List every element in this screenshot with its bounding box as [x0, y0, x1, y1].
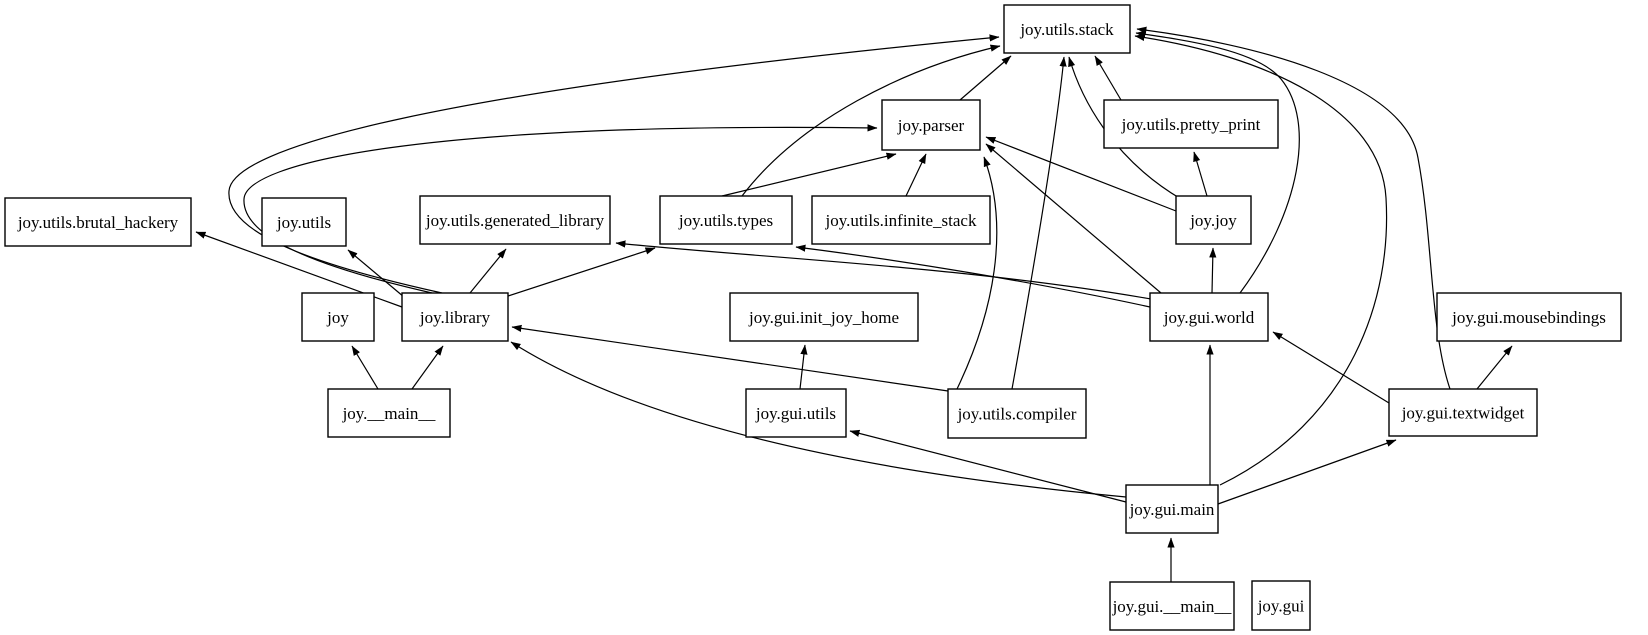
- node-label-joy-utils-compiler: joy.utils.compiler: [957, 405, 1077, 424]
- edge-joy-utils-infinite-stack--joy-parser: [905, 153, 927, 197]
- edge-joy-main--joy: [351, 345, 379, 390]
- node-label-joy-utils-brutal-hackery: joy.utils.brutal_hackery: [17, 213, 179, 232]
- edge-joy-utils-types--joy-parser: [721, 152, 897, 197]
- node-joy-gui: joy.gui: [1251, 580, 1311, 631]
- edge-joy-parser--joy-utils-stack: [959, 55, 1012, 101]
- node-box-joy-utils-generated-library: [419, 195, 611, 245]
- node-label-joy-parser: joy.parser: [897, 116, 965, 135]
- edge-joy-gui-main--joy-gui-utils: [849, 429, 1127, 503]
- edge-joy-gui-main--joy-utils-stack: [1134, 33, 1388, 486]
- node-label-joy-gui-main-module: joy.gui.__main__: [1112, 597, 1232, 616]
- node-joy: joy: [301, 292, 375, 342]
- node-joy-library: joy.library: [401, 292, 509, 342]
- node-label-joy-library: joy.library: [419, 308, 491, 327]
- edge-joy-library--joy-utils: [347, 249, 405, 298]
- edge-joy-utils-pretty-print--joy-utils-stack: [1094, 55, 1122, 101]
- node-joy-main: joy.__main__: [327, 388, 451, 438]
- node-box-joy-utils-stack: [1003, 4, 1131, 54]
- node-label-joy-gui-init-joy-home: joy.gui.init_joy_home: [748, 308, 899, 327]
- node-joy-utils: joy.utils: [261, 197, 347, 247]
- edge-joy-gui-world--joy-utils-types: [795, 244, 1151, 308]
- edge-joy-library--joy-utils-stack: [228, 34, 1000, 294]
- node-joy-gui-textwidget: joy.gui.textwidget: [1388, 388, 1538, 437]
- edge-joy-library--joy-utils-types: [507, 247, 656, 297]
- node-box-joy-gui-textwidget: [1388, 388, 1538, 437]
- node-label-joy-gui-textwidget: joy.gui.textwidget: [1401, 404, 1525, 423]
- node-label-joy-utils-stack: joy.utils.stack: [1019, 20, 1114, 39]
- node-label-joy-joy: joy.joy: [1189, 211, 1237, 230]
- node-box-joy-gui-world: [1149, 292, 1269, 342]
- node-joy-utils-generated-library: joy.utils.generated_library: [419, 195, 611, 245]
- node-joy-utils-infinite-stack: joy.utils.infinite_stack: [811, 195, 991, 245]
- edge-joy-joy--joy-utils-pretty-print: [1193, 151, 1208, 197]
- node-label-joy-gui-world: joy.gui.world: [1163, 308, 1255, 327]
- node-box-joy-main: [327, 388, 451, 438]
- edge-joy-gui-world--joy-utils-generated-library: [615, 240, 1152, 300]
- node-box-joy-gui: [1251, 580, 1311, 631]
- node-box-joy-gui-main: [1125, 484, 1219, 534]
- edge-joy-utils-compiler--joy-library: [511, 324, 949, 392]
- edge-joy-library--joy-utils-generated-library: [469, 248, 507, 294]
- edge-joy-utils-compiler--joy-parser: [956, 156, 998, 390]
- node-label-joy-utils-infinite-stack: joy.utils.infinite_stack: [825, 211, 977, 230]
- node-box-joy-library: [401, 292, 509, 342]
- edge-joy-gui-textwidget--joy-gui-mousebindings: [1476, 345, 1513, 390]
- node-label-joy-utils-types: joy.utils.types: [678, 211, 773, 230]
- node-joy-utils-brutal-hackery: joy.utils.brutal_hackery: [4, 197, 192, 247]
- node-label-joy: joy: [326, 308, 349, 327]
- edge-joy-joy--joy-parser: [985, 136, 1177, 212]
- node-box-joy-joy: [1175, 195, 1252, 245]
- node-label-joy-utils: joy.utils: [276, 213, 331, 232]
- edge-joy-gui-textwidget--joy-gui-world: [1272, 331, 1390, 404]
- edge-joy-utils-compiler--joy-utils-stack: [1011, 56, 1067, 390]
- node-label-joy-utils-generated-library: joy.utils.generated_library: [425, 211, 605, 230]
- node-box-joy-utils: [261, 197, 347, 247]
- node-box-joy-utils-types: [659, 195, 793, 245]
- edge-joy-gui-textwidget--joy-utils-stack: [1136, 26, 1451, 390]
- node-box-joy-utils-compiler: [947, 388, 1087, 439]
- edge-joy-gui-main--joy-library: [510, 341, 1127, 498]
- node-joy-gui-main-module: joy.gui.__main__: [1109, 581, 1235, 631]
- node-box-joy-gui-main-module: [1109, 581, 1235, 631]
- node-box-joy: [301, 292, 375, 342]
- node-joy-gui-utils: joy.gui.utils: [745, 388, 847, 438]
- edge-joy-gui-utils--joy-gui-init-joy-home: [799, 344, 808, 390]
- node-label-joy-gui: joy.gui: [1257, 597, 1305, 616]
- node-box-joy-utils-infinite-stack: [811, 195, 991, 245]
- node-label-joy-gui-main: joy.gui.main: [1129, 500, 1215, 519]
- node-label-joy-utils-pretty-print: joy.utils.pretty_print: [1121, 115, 1261, 134]
- node-joy-gui-init-joy-home: joy.gui.init_joy_home: [729, 292, 919, 342]
- node-joy-parser: joy.parser: [881, 99, 981, 151]
- edge-joy-main--joy-library: [411, 345, 444, 390]
- node-joy-gui-main: joy.gui.main: [1125, 484, 1219, 534]
- edge-joy-gui-world--joy-parser: [985, 143, 1162, 294]
- node-joy-gui-mousebindings: joy.gui.mousebindings: [1436, 292, 1622, 342]
- node-joy-joy: joy.joy: [1175, 195, 1252, 245]
- node-joy-utils-stack: joy.utils.stack: [1003, 4, 1131, 54]
- node-box-joy-gui-init-joy-home: [729, 292, 919, 342]
- node-label-joy-gui-utils: joy.gui.utils: [755, 404, 836, 423]
- node-joy-utils-compiler: joy.utils.compiler: [947, 388, 1087, 439]
- node-label-joy-gui-mousebindings: joy.gui.mousebindings: [1451, 308, 1606, 327]
- node-box-joy-parser: [881, 99, 981, 151]
- edge-joy-gui-world--joy-joy: [1209, 247, 1217, 294]
- edge-joy-gui-main--joy-gui-textwidget: [1217, 439, 1397, 505]
- node-label-joy-main: joy.__main__: [342, 404, 436, 423]
- node-joy-utils-types: joy.utils.types: [659, 195, 793, 245]
- edge-joy-utils-types--joy-utils-stack: [741, 44, 1001, 197]
- node-box-joy-utils-brutal-hackery: [4, 197, 192, 247]
- node-joy-utils-pretty-print: joy.utils.pretty_print: [1103, 99, 1279, 149]
- node-box-joy-utils-pretty-print: [1103, 99, 1279, 149]
- node-box-joy-gui-utils: [745, 388, 847, 438]
- node-box-joy-gui-mousebindings: [1436, 292, 1622, 342]
- node-joy-gui-world: joy.gui.world: [1149, 292, 1269, 342]
- edge-joy-gui-world--joy-utils-stack: [1135, 30, 1300, 294]
- nodes-layer: joy.utils.stack joy.parser joy.utils.prett…: [4, 4, 1622, 631]
